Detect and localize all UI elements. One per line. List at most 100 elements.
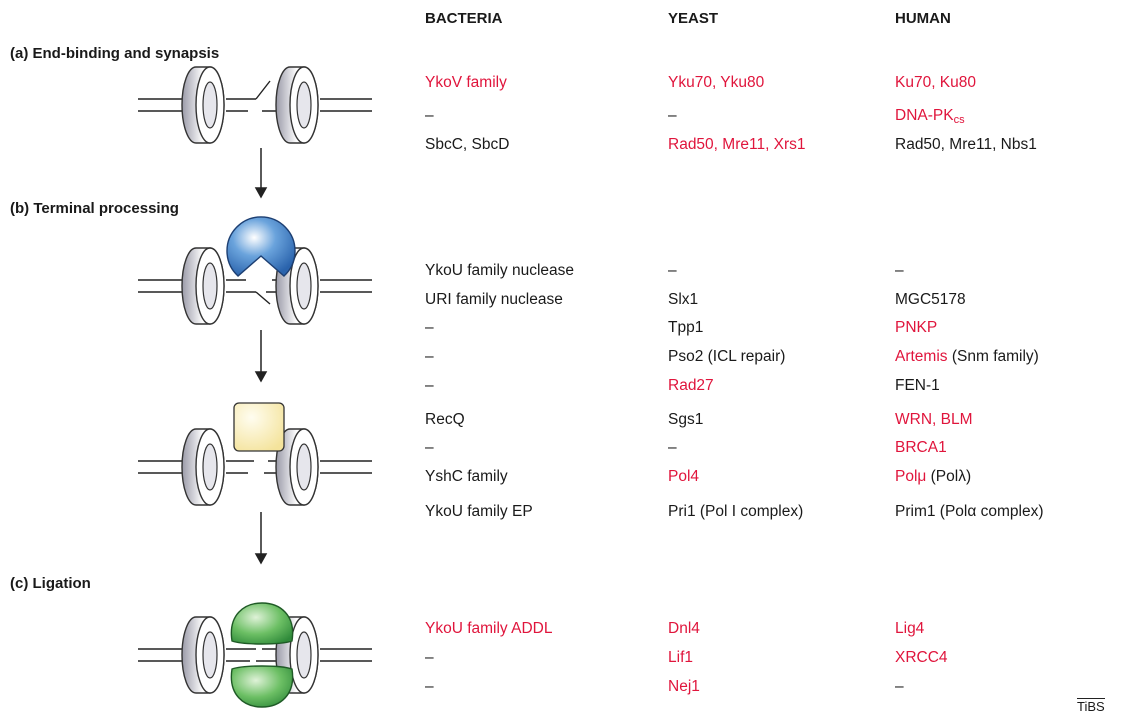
cell-yeast: Pso2 (ICL repair) xyxy=(668,348,785,366)
cell-text: – xyxy=(425,348,434,365)
cell-text: – xyxy=(425,377,434,394)
cell-text: Pso2 (ICL repair) xyxy=(668,348,786,365)
cell-yeast: Tpp1 xyxy=(668,319,703,337)
cell-text: – xyxy=(425,107,434,124)
cell-suffix: (Polλ) xyxy=(926,468,972,485)
cell-text: FEN-1 xyxy=(895,377,940,394)
ligase-illustration xyxy=(138,602,372,708)
cell-text: Rad50, Mre11, Nbs1 xyxy=(895,136,1037,153)
cell-text: BRCA1 xyxy=(895,439,947,456)
cell-bacteria: – xyxy=(425,649,434,667)
cell-human: DNA-PKcs xyxy=(895,107,965,129)
cell-text: Yku70, Yku80 xyxy=(668,74,765,91)
journal-credit: TiBS xyxy=(1077,698,1105,714)
ku-synapsis-illustration xyxy=(138,66,372,144)
cell-text: MGC5178 xyxy=(895,291,966,308)
arrow-a-b xyxy=(254,148,268,199)
cell-bacteria: SbcC, SbcD xyxy=(425,136,509,154)
cell-bacteria: – xyxy=(425,439,434,457)
cell-text: YkoU family nuclease xyxy=(425,262,575,279)
cell-text: – xyxy=(425,319,434,336)
cell-bacteria: – xyxy=(425,678,434,696)
cell-human: MGC5178 xyxy=(895,291,966,309)
cell-text: YkoU family EP xyxy=(425,503,533,520)
cell-human: PNKP xyxy=(895,319,937,337)
cell-text: Sgs1 xyxy=(668,411,704,428)
cell-human: – xyxy=(895,262,904,280)
cell-human: FEN-1 xyxy=(895,377,940,395)
cell-text: Nej1 xyxy=(668,678,700,695)
cell-text: Pri1 (Pol I complex) xyxy=(668,503,804,520)
cell-human: WRN, BLM xyxy=(895,411,973,429)
cell-text: YkoV family xyxy=(425,74,507,91)
cell-text: SbcC, SbcD xyxy=(425,136,510,153)
cell-bacteria: – xyxy=(425,377,434,395)
cell-text: Polμ xyxy=(895,468,927,485)
cell-text: Tpp1 xyxy=(668,319,704,336)
arrow-b-pol xyxy=(254,330,268,383)
cell-bacteria: YkoV family xyxy=(425,74,507,92)
cell-text: Lig4 xyxy=(895,620,925,637)
cell-bacteria: – xyxy=(425,319,434,337)
cell-suffix: (Snm family) xyxy=(947,348,1039,365)
header-bacteria: BACTERIA xyxy=(425,10,503,27)
cell-text: Ku70, Ku80 xyxy=(895,74,977,91)
header-yeast: YEAST xyxy=(668,10,719,27)
arrow-pol-c xyxy=(254,512,268,565)
cell-human: BRCA1 xyxy=(895,439,947,457)
cell-bacteria: YshC family xyxy=(425,468,508,486)
header-human: HUMAN xyxy=(895,10,951,27)
cell-human: – xyxy=(895,678,904,696)
cell-bacteria: – xyxy=(425,107,434,125)
cell-text: PNKP xyxy=(895,319,938,336)
step-a-label: (a) End-binding and synapsis xyxy=(10,45,220,62)
cell-text: – xyxy=(425,678,434,695)
cell-text: Rad50, Mre11, Xrs1 xyxy=(668,136,806,153)
cell-yeast: – xyxy=(668,439,677,457)
cell-human: XRCC4 xyxy=(895,649,948,667)
cell-yeast: Dnl4 xyxy=(668,620,700,638)
cell-text: – xyxy=(425,649,434,666)
cell-text: Prim1 (Polα complex) xyxy=(895,503,1044,520)
cell-yeast: – xyxy=(668,262,677,280)
cell-text: – xyxy=(668,107,677,124)
nuclease-illustration xyxy=(138,216,372,325)
cell-text: Pol4 xyxy=(668,468,700,485)
cell-text: DNA-PK xyxy=(895,107,954,124)
cell-bacteria: – xyxy=(425,348,434,366)
cell-human: Polμ (Polλ) xyxy=(895,468,971,486)
cell-text: Dnl4 xyxy=(668,620,700,637)
cell-yeast: – xyxy=(668,107,677,125)
cell-text: – xyxy=(668,439,677,456)
cell-bacteria: RecQ xyxy=(425,411,465,429)
cell-text: Artemis xyxy=(895,348,948,365)
cell-text: Slx1 xyxy=(668,291,699,308)
cell-text: Lif1 xyxy=(668,649,693,666)
polymerase-illustration xyxy=(138,402,372,506)
cell-yeast: Rad50, Mre11, Xrs1 xyxy=(668,136,806,154)
cell-human: Ku70, Ku80 xyxy=(895,74,976,92)
cell-human: Artemis (Snm family) xyxy=(895,348,1039,366)
cell-bacteria: YkoU family ADDL xyxy=(425,620,552,638)
cell-text: – xyxy=(425,439,434,456)
cell-text: URI family nuclease xyxy=(425,291,563,308)
step-b-label: (b) Terminal processing xyxy=(10,200,179,217)
cell-text: – xyxy=(895,678,904,695)
cell-text: XRCC4 xyxy=(895,649,948,666)
cell-text: YshC family xyxy=(425,468,508,485)
cell-subscript: cs xyxy=(953,114,965,126)
cell-yeast: Lif1 xyxy=(668,649,693,667)
step-c-label: (c) Ligation xyxy=(10,575,91,592)
cell-yeast: Pri1 (Pol I complex) xyxy=(668,503,803,521)
cell-text: YkoU family ADDL xyxy=(425,620,553,637)
cell-yeast: Pol4 xyxy=(668,468,699,486)
cell-text: Rad27 xyxy=(668,377,714,394)
cell-yeast: Rad27 xyxy=(668,377,714,395)
cell-human: Rad50, Mre11, Nbs1 xyxy=(895,136,1037,154)
cell-yeast: Slx1 xyxy=(668,291,698,309)
cell-bacteria: YkoU family nuclease xyxy=(425,262,574,280)
cell-yeast: Nej1 xyxy=(668,678,700,696)
cell-human: Prim1 (Polα complex) xyxy=(895,503,1044,521)
cell-text: – xyxy=(668,262,677,279)
